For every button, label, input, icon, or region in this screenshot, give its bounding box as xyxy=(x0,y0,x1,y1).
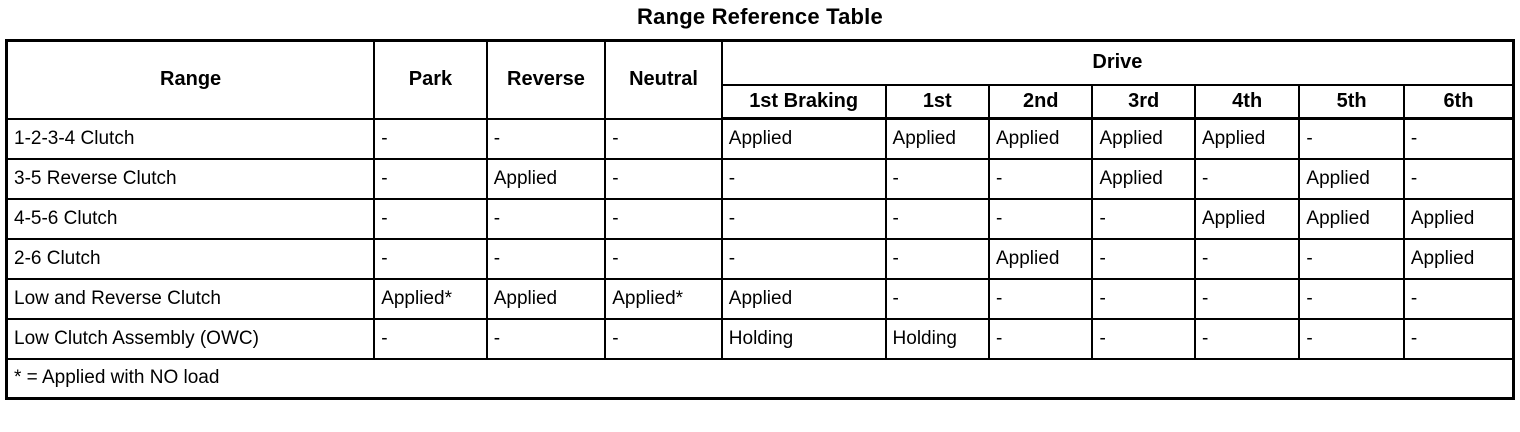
value-cell: - xyxy=(485,317,607,360)
range-cell: 3-5 Reverse Clutch xyxy=(5,157,376,200)
value-cell: Applied xyxy=(1402,197,1515,240)
value-cell: - xyxy=(1193,277,1301,320)
value-cell: - xyxy=(987,277,1094,320)
value-cell: Applied xyxy=(987,237,1094,280)
column-header-6th: 6th xyxy=(1402,83,1515,120)
value-cell: - xyxy=(373,317,488,360)
value-cell: - xyxy=(1402,157,1515,200)
value-cell: - xyxy=(373,157,488,200)
value-cell: Holding xyxy=(884,317,991,360)
value-cell: Applied* xyxy=(604,277,723,320)
column-header-drive: Drive xyxy=(720,39,1515,86)
column-header-4th: 4th xyxy=(1193,83,1301,120)
value-cell: - xyxy=(485,237,607,280)
header-row-gears: 1st Braking 1st 2nd 3rd 4th 5th 6th xyxy=(7,83,1515,120)
value-cell: - xyxy=(1193,317,1301,360)
value-cell: - xyxy=(884,277,991,320)
range-cell: Low and Reverse Clutch xyxy=(5,277,376,320)
value-cell: - xyxy=(1193,237,1301,280)
value-cell: - xyxy=(604,317,723,360)
footnote-row: * = Applied with NO load xyxy=(5,357,1515,400)
value-cell: - xyxy=(1091,197,1196,240)
table-row: 2-6 Clutch-----Applied---Applied xyxy=(5,237,1515,280)
column-header-3rd: 3rd xyxy=(1091,83,1196,120)
column-header-park: Park xyxy=(373,39,488,120)
value-cell: - xyxy=(604,237,723,280)
range-reference-table: Range Park Reverse Neutral Drive 1st Bra… xyxy=(5,39,1515,400)
header-row-drive: Range Park Reverse Neutral Drive xyxy=(5,39,1515,120)
value-cell: - xyxy=(373,197,488,240)
value-cell: - xyxy=(720,157,887,200)
value-cell: - xyxy=(1193,157,1301,200)
value-cell: Applied xyxy=(987,117,1094,160)
range-cell: 2-6 Clutch xyxy=(5,237,376,280)
value-cell: - xyxy=(373,117,488,160)
column-header-2nd: 2nd xyxy=(987,83,1094,120)
value-cell: - xyxy=(720,237,887,280)
value-cell: Applied xyxy=(485,157,607,200)
value-cell: - xyxy=(720,197,887,240)
value-cell: - xyxy=(884,157,991,200)
value-cell: - xyxy=(485,197,607,240)
value-cell: - xyxy=(884,197,991,240)
value-cell: Applied xyxy=(720,277,887,320)
value-cell: - xyxy=(1298,117,1405,160)
column-header-range: Range xyxy=(5,39,376,120)
value-cell: - xyxy=(604,197,723,240)
value-cell: - xyxy=(1402,317,1515,360)
value-cell: - xyxy=(1091,237,1196,280)
footnote: * = Applied with NO load xyxy=(5,357,1515,400)
value-cell: - xyxy=(373,237,488,280)
column-header-1st-braking: 1st Braking xyxy=(720,83,887,120)
value-cell: Applied xyxy=(1298,197,1405,240)
table-footer: * = Applied with NO load xyxy=(5,357,1515,400)
value-cell: Applied xyxy=(1091,157,1196,200)
value-cell: Applied xyxy=(1402,237,1515,280)
table-header: Range Park Reverse Neutral Drive 1st Bra… xyxy=(5,39,1515,120)
page-title: Range Reference Table xyxy=(637,4,883,29)
column-header-1st: 1st xyxy=(884,83,991,120)
range-cell: Low Clutch Assembly (OWC) xyxy=(5,317,376,360)
column-header-5th: 5th xyxy=(1298,83,1405,120)
value-cell: Applied xyxy=(1298,157,1405,200)
value-cell: - xyxy=(1402,117,1515,160)
value-cell: Applied xyxy=(1193,197,1301,240)
value-cell: - xyxy=(884,237,991,280)
range-cell: 1-2-3-4 Clutch xyxy=(5,117,376,160)
value-cell: - xyxy=(987,317,1094,360)
range-cell: 4-5-6 Clutch xyxy=(5,197,376,240)
value-cell: - xyxy=(1402,277,1515,320)
value-cell: Applied xyxy=(884,117,991,160)
value-cell: - xyxy=(1091,277,1196,320)
value-cell: Holding xyxy=(720,317,887,360)
value-cell: Applied* xyxy=(373,277,488,320)
value-cell: Applied xyxy=(1193,117,1301,160)
column-header-neutral: Neutral xyxy=(604,39,723,120)
value-cell: Applied xyxy=(1091,117,1196,160)
value-cell: - xyxy=(987,157,1094,200)
value-cell: - xyxy=(1298,237,1405,280)
value-cell: - xyxy=(1298,277,1405,320)
value-cell: Applied xyxy=(720,117,887,160)
value-cell: Applied xyxy=(485,277,607,320)
table-row: 3-5 Reverse Clutch-Applied----Applied-Ap… xyxy=(5,157,1515,200)
value-cell: - xyxy=(1298,317,1405,360)
column-header-reverse: Reverse xyxy=(485,39,607,120)
value-cell: - xyxy=(485,117,607,160)
value-cell: - xyxy=(604,117,723,160)
value-cell: - xyxy=(987,197,1094,240)
value-cell: - xyxy=(1091,317,1196,360)
value-cell: - xyxy=(604,157,723,200)
